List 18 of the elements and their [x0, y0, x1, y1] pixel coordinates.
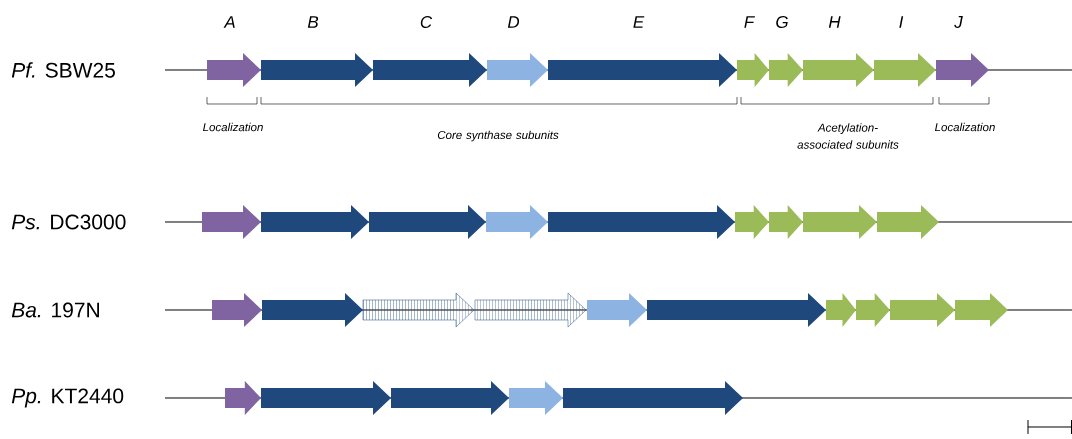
strain-name: Ps. DC3000	[11, 214, 126, 230]
gene-letter: E	[633, 16, 645, 28]
strain-name: Ba. 197N	[11, 302, 99, 318]
gene-letter: D	[507, 16, 520, 28]
gene-letter: C	[420, 16, 433, 28]
bracket-caption: Core synthase subunits	[437, 130, 559, 142]
bracket-caption: Localization	[203, 122, 263, 132]
gene-letter: F	[744, 16, 755, 28]
gene-letter: A	[223, 16, 235, 28]
gene-letter: J	[954, 16, 963, 28]
gene-letter: G	[776, 16, 788, 28]
strain-name: Pf. SBW25	[11, 62, 115, 78]
strain-name: Pp. KT2440	[11, 388, 124, 408]
bracket-caption: Localization	[935, 122, 995, 132]
gene-letter: I	[899, 16, 904, 28]
gene-letter: H	[828, 16, 841, 28]
gene-letter: B	[307, 16, 319, 28]
bracket-caption: Acetylation-associated subunits	[797, 123, 899, 149]
